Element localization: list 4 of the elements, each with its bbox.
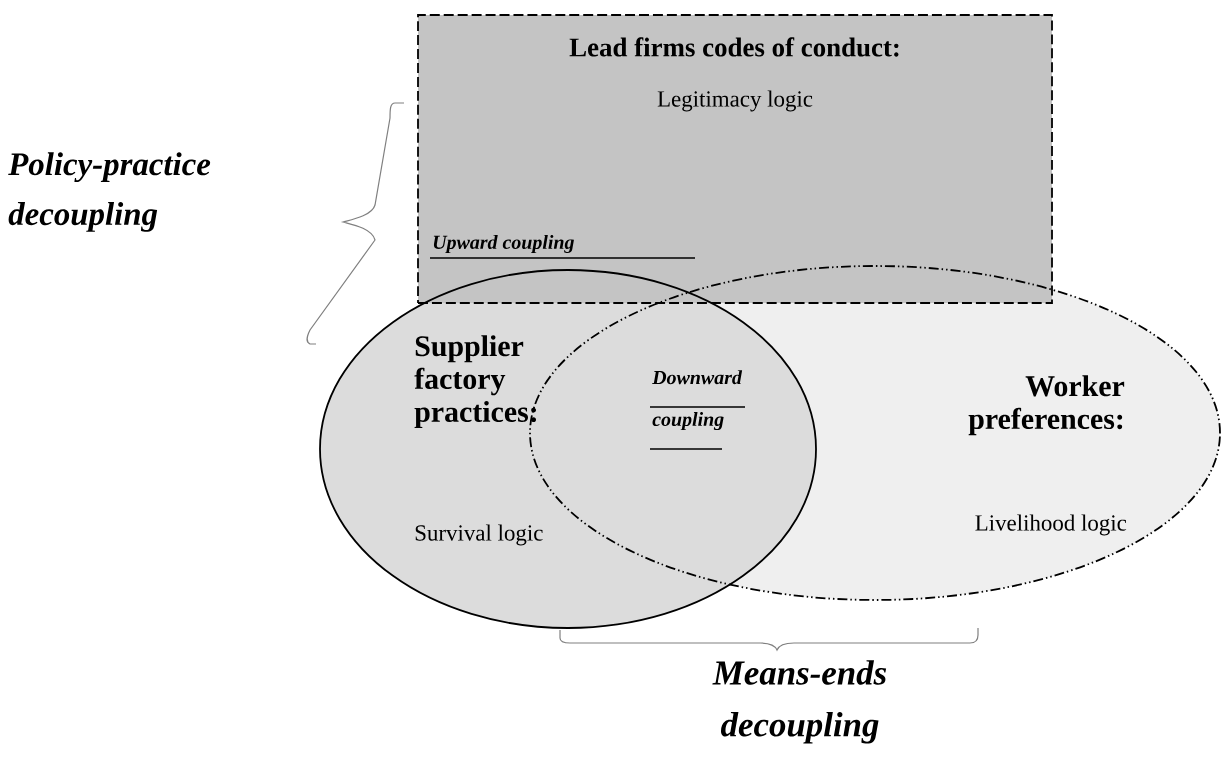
coupling-label: Downward coupling [649, 370, 746, 450]
coupling-label: Upward coupling [429, 234, 696, 259]
decoupling-label: Policy-practice decoupling [8, 152, 211, 232]
decoupling-label: Means-ends decoupling [712, 660, 887, 744]
